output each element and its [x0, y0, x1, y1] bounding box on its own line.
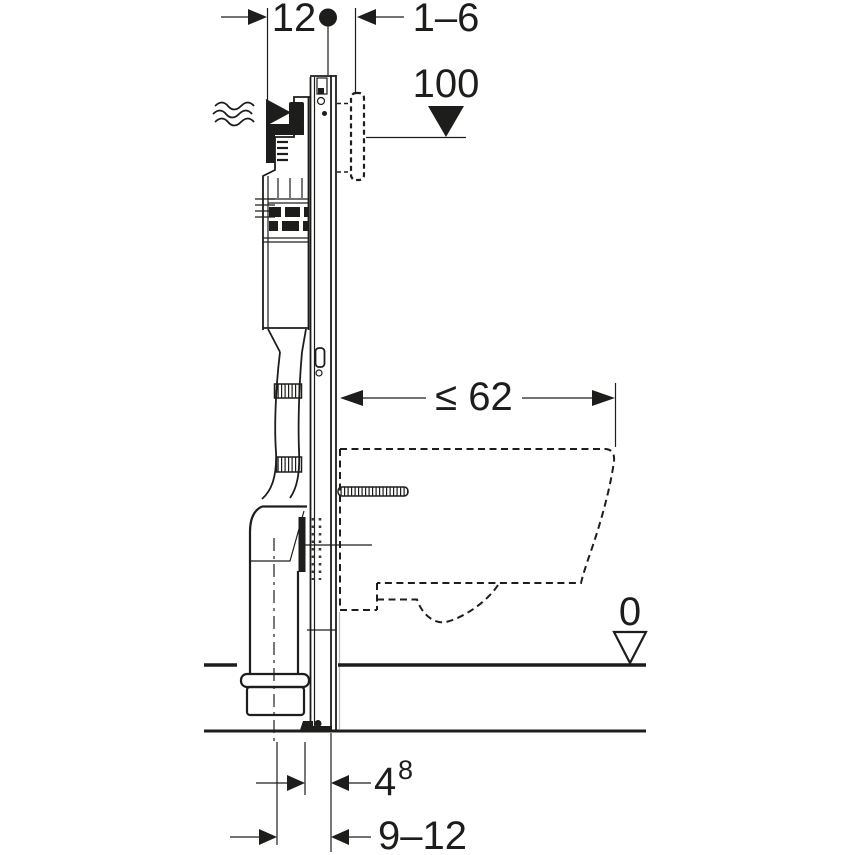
arrow-left-icon	[357, 9, 376, 25]
rail-slot	[314, 347, 326, 368]
dim-bowl-depth-label: ≤ 62	[435, 375, 513, 419]
outlet-socket	[298, 517, 306, 572]
water-supply	[212, 99, 291, 127]
cistern-taper	[267, 328, 281, 353]
open-level-marker-icon	[612, 630, 648, 666]
filled-level-marker-icon	[428, 106, 464, 137]
water-wave-icon	[214, 117, 255, 127]
rail-hole-icon	[315, 369, 323, 377]
frame-rail	[298, 75, 341, 731]
arrow-right-icon	[287, 775, 305, 791]
foot-bracket-icon	[300, 721, 313, 730]
reference-dot-icon	[319, 8, 337, 27]
dim-outlet-offset-sup: 8	[398, 755, 413, 785]
floor-zero-marker: 0	[612, 590, 648, 666]
floor-zero-label: 0	[619, 590, 641, 634]
height-ref-marker: 100	[366, 62, 480, 139]
protection-box	[239, 672, 311, 717]
supply-inlet-elbow	[266, 102, 304, 163]
dim-outlet-distance: 9–12	[230, 814, 467, 855]
arrow-left-icon	[340, 390, 363, 406]
flush-valve-blocks	[269, 207, 308, 231]
dim-outlet-offset: 4 8	[256, 733, 413, 852]
arrow-right-icon	[248, 9, 267, 25]
dim-frame-depth-label: 12	[272, 0, 317, 40]
arrow-left-icon	[331, 775, 349, 791]
flush-plate-outline	[337, 91, 366, 182]
dim-frame-depth: 12	[221, 0, 337, 128]
height-ref-label: 100	[413, 62, 480, 106]
dim-bowl-depth: ≤ 62	[340, 375, 617, 447]
dim-cladding-label: 1–6	[413, 0, 480, 40]
pipe-coupling	[275, 456, 303, 473]
flush-plate-dashed-rect	[349, 91, 366, 182]
concealed-cistern	[255, 96, 310, 353]
dim-outlet-distance-label: 9–12	[378, 814, 467, 855]
arrow-right-icon	[592, 390, 615, 406]
dim-cladding: 1–6	[354, 0, 480, 92]
rivet-dot-icon	[322, 111, 327, 116]
water-wave-icon	[214, 101, 255, 111]
water-supply-arrow-icon	[266, 99, 291, 126]
fixing-stud	[337, 486, 409, 497]
pipe-coupling	[273, 383, 303, 399]
dim-outlet-offset-label: 4	[374, 760, 396, 804]
drain-elbow	[248, 505, 372, 745]
fixing-hole-icon	[316, 96, 326, 106]
cistern-ribs	[255, 198, 275, 218]
floor	[204, 663, 646, 733]
arrow-left-icon	[331, 829, 349, 845]
arrow-right-icon	[259, 829, 277, 845]
water-wave-icon	[212, 109, 253, 119]
wc-pan-outline	[339, 448, 616, 624]
flush-pipe	[261, 351, 303, 500]
